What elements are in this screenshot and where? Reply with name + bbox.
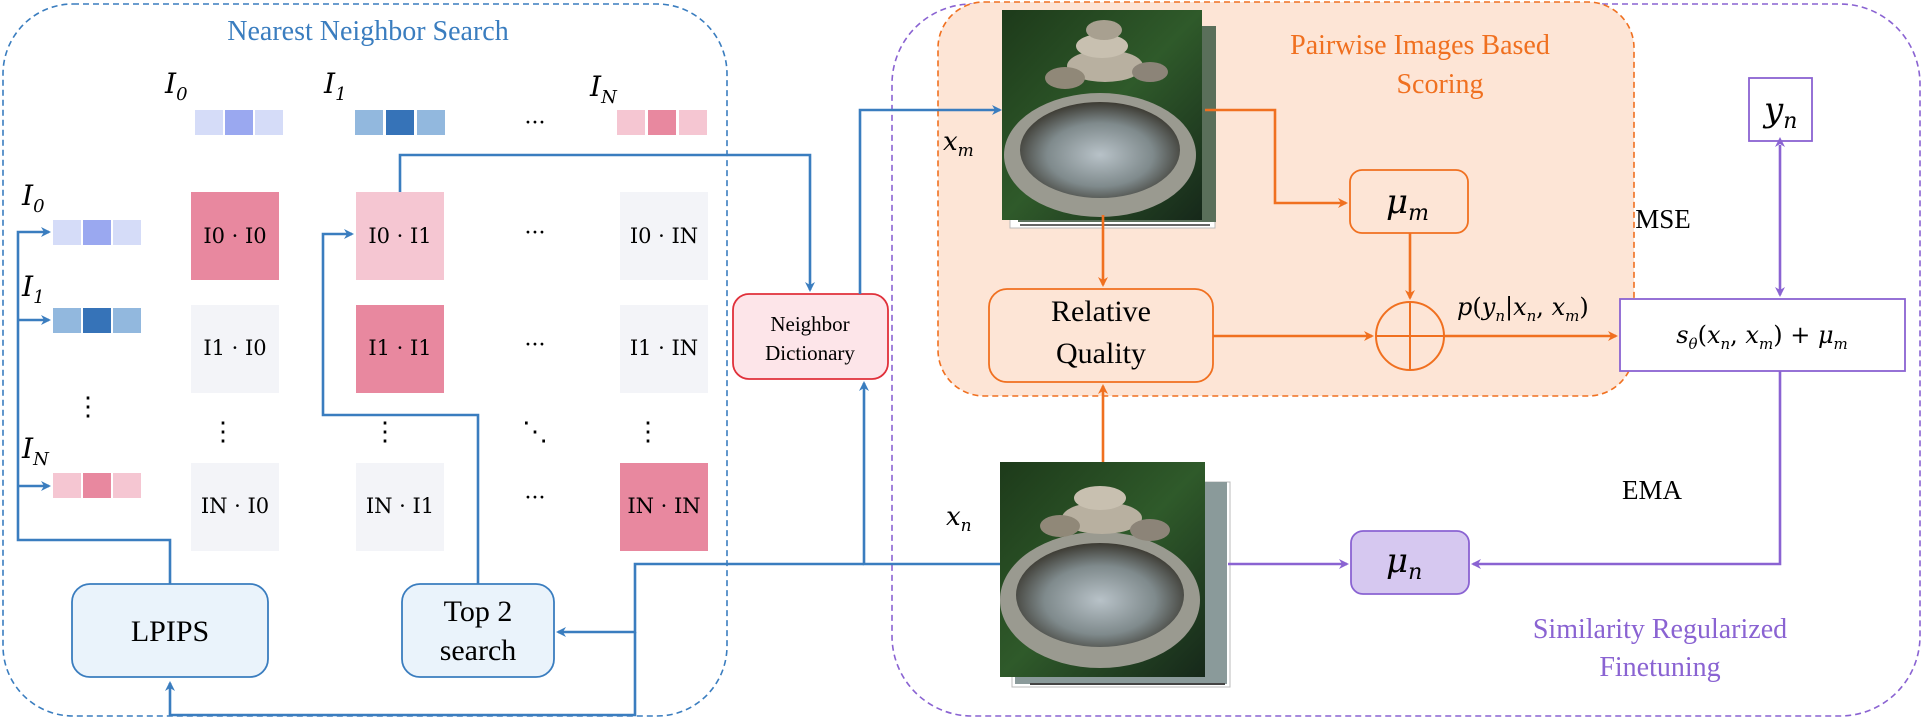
svg-text:search: search <box>440 634 517 667</box>
svg-text:LPIPS: LPIPS <box>131 615 209 648</box>
svg-text:⋱: ⋱ <box>522 417 548 447</box>
matrix-cell-1-n <box>620 305 708 393</box>
sum-node <box>1375 301 1445 371</box>
svg-text:Neighbor: Neighbor <box>770 312 849 336</box>
matrix-cell-0-n <box>620 192 708 280</box>
matrix-cell-1-1 <box>356 305 444 393</box>
pairwise-title-line2: Scoring <box>1396 69 1483 100</box>
svg-text:I1: I1 <box>21 270 45 308</box>
svg-text:I0: I0 <box>164 67 188 105</box>
label-prob: p(yn|xn, xm) <box>1457 293 1589 325</box>
matrix-cell-1-0 <box>191 305 279 393</box>
score-function-box[interactable]: sθ(xn, xm) + μm <box>1619 298 1906 372</box>
svg-text:I0 · IN: I0 · IN <box>630 224 698 248</box>
svg-text:IN · I1: IN · I1 <box>366 494 434 518</box>
label-ema: EMA <box>1622 475 1683 505</box>
left-vector-i1: I1 <box>21 270 141 333</box>
left-vdots: ⋮ <box>75 392 101 422</box>
svg-text:···: ··· <box>525 333 546 358</box>
similarity-matrix: I0 · I0 I0 · I1 ··· I0 · IN I1 · I0 I1 ·… <box>191 192 708 551</box>
svg-text:I0 · I1: I0 · I1 <box>368 224 431 248</box>
label-xn: xn <box>946 502 972 536</box>
relative-quality-box[interactable]: Relative Quality <box>988 288 1214 383</box>
svg-text:Relative: Relative <box>1051 295 1151 328</box>
matrix-cell-0-0 <box>191 192 279 280</box>
image-xm <box>1002 10 1216 229</box>
svg-text:IN: IN <box>589 70 618 108</box>
top-vector-in: IN <box>589 70 707 135</box>
mu-n-box[interactable]: μn <box>1350 530 1470 595</box>
svg-text:Top 2: Top 2 <box>444 595 513 628</box>
left-vector-in: IN <box>21 432 141 498</box>
svg-text:⋮: ⋮ <box>372 417 398 447</box>
top-ellipsis: ··· <box>525 111 546 136</box>
matrix-cell-0-1 <box>356 192 444 280</box>
svg-text:I1 · I1: I1 · I1 <box>368 336 431 360</box>
top-vector-i0: I0 <box>164 67 283 135</box>
y-n-box[interactable]: yn <box>1748 77 1813 142</box>
top-vector-i1: I1 <box>323 67 445 135</box>
svg-text:IN: IN <box>21 432 50 470</box>
matrix-cell-n-0 <box>191 463 279 551</box>
neighbor-dictionary-box[interactable]: Neighbor Dictionary <box>732 293 889 380</box>
svg-text:I1: I1 <box>323 67 347 105</box>
svg-text:⋮: ⋮ <box>210 417 236 447</box>
svg-text:Quality: Quality <box>1056 337 1146 370</box>
svg-text:I1 · IN: I1 · IN <box>630 336 698 360</box>
blue-arrows <box>16 105 1002 717</box>
top2-search-box[interactable]: Top 2 search <box>401 583 555 678</box>
svg-text:I0 · I0: I0 · I0 <box>203 224 266 248</box>
orange-arrows <box>1098 108 1618 462</box>
svg-text:IN · I0: IN · I0 <box>201 494 269 518</box>
svg-text:⋮: ⋮ <box>635 417 661 447</box>
mu-m-box[interactable]: μm <box>1349 169 1469 234</box>
lpips-box[interactable]: LPIPS <box>71 583 269 678</box>
pairwise-title-line1: Pairwise Images Based <box>1290 30 1550 61</box>
similarity-title-line2: Finetuning <box>1599 652 1720 683</box>
matrix-cell-n-1 <box>356 463 444 551</box>
similarity-title-line1: Similarity Regularized <box>1533 614 1787 645</box>
svg-text:IN · IN: IN · IN <box>627 494 700 518</box>
label-mse: MSE <box>1635 204 1691 234</box>
svg-text:···: ··· <box>525 486 546 511</box>
svg-text:···: ··· <box>525 221 546 246</box>
matrix-cell-n-n <box>620 463 708 551</box>
purple-arrows <box>1228 137 1785 569</box>
nearest-neighbor-panel <box>2 3 728 717</box>
svg-text:I0: I0 <box>21 179 45 217</box>
left-vector-i0: I0 <box>21 179 141 245</box>
svg-text:sθ(xn, xm) + μm: sθ(xn, xm) + μm <box>1676 321 1848 353</box>
svg-text:Dictionary: Dictionary <box>765 341 855 365</box>
svg-text:I1 · I0: I1 · I0 <box>203 336 266 360</box>
image-xn <box>1000 462 1231 688</box>
nearest-neighbor-title: Nearest Neighbor Search <box>227 16 508 47</box>
